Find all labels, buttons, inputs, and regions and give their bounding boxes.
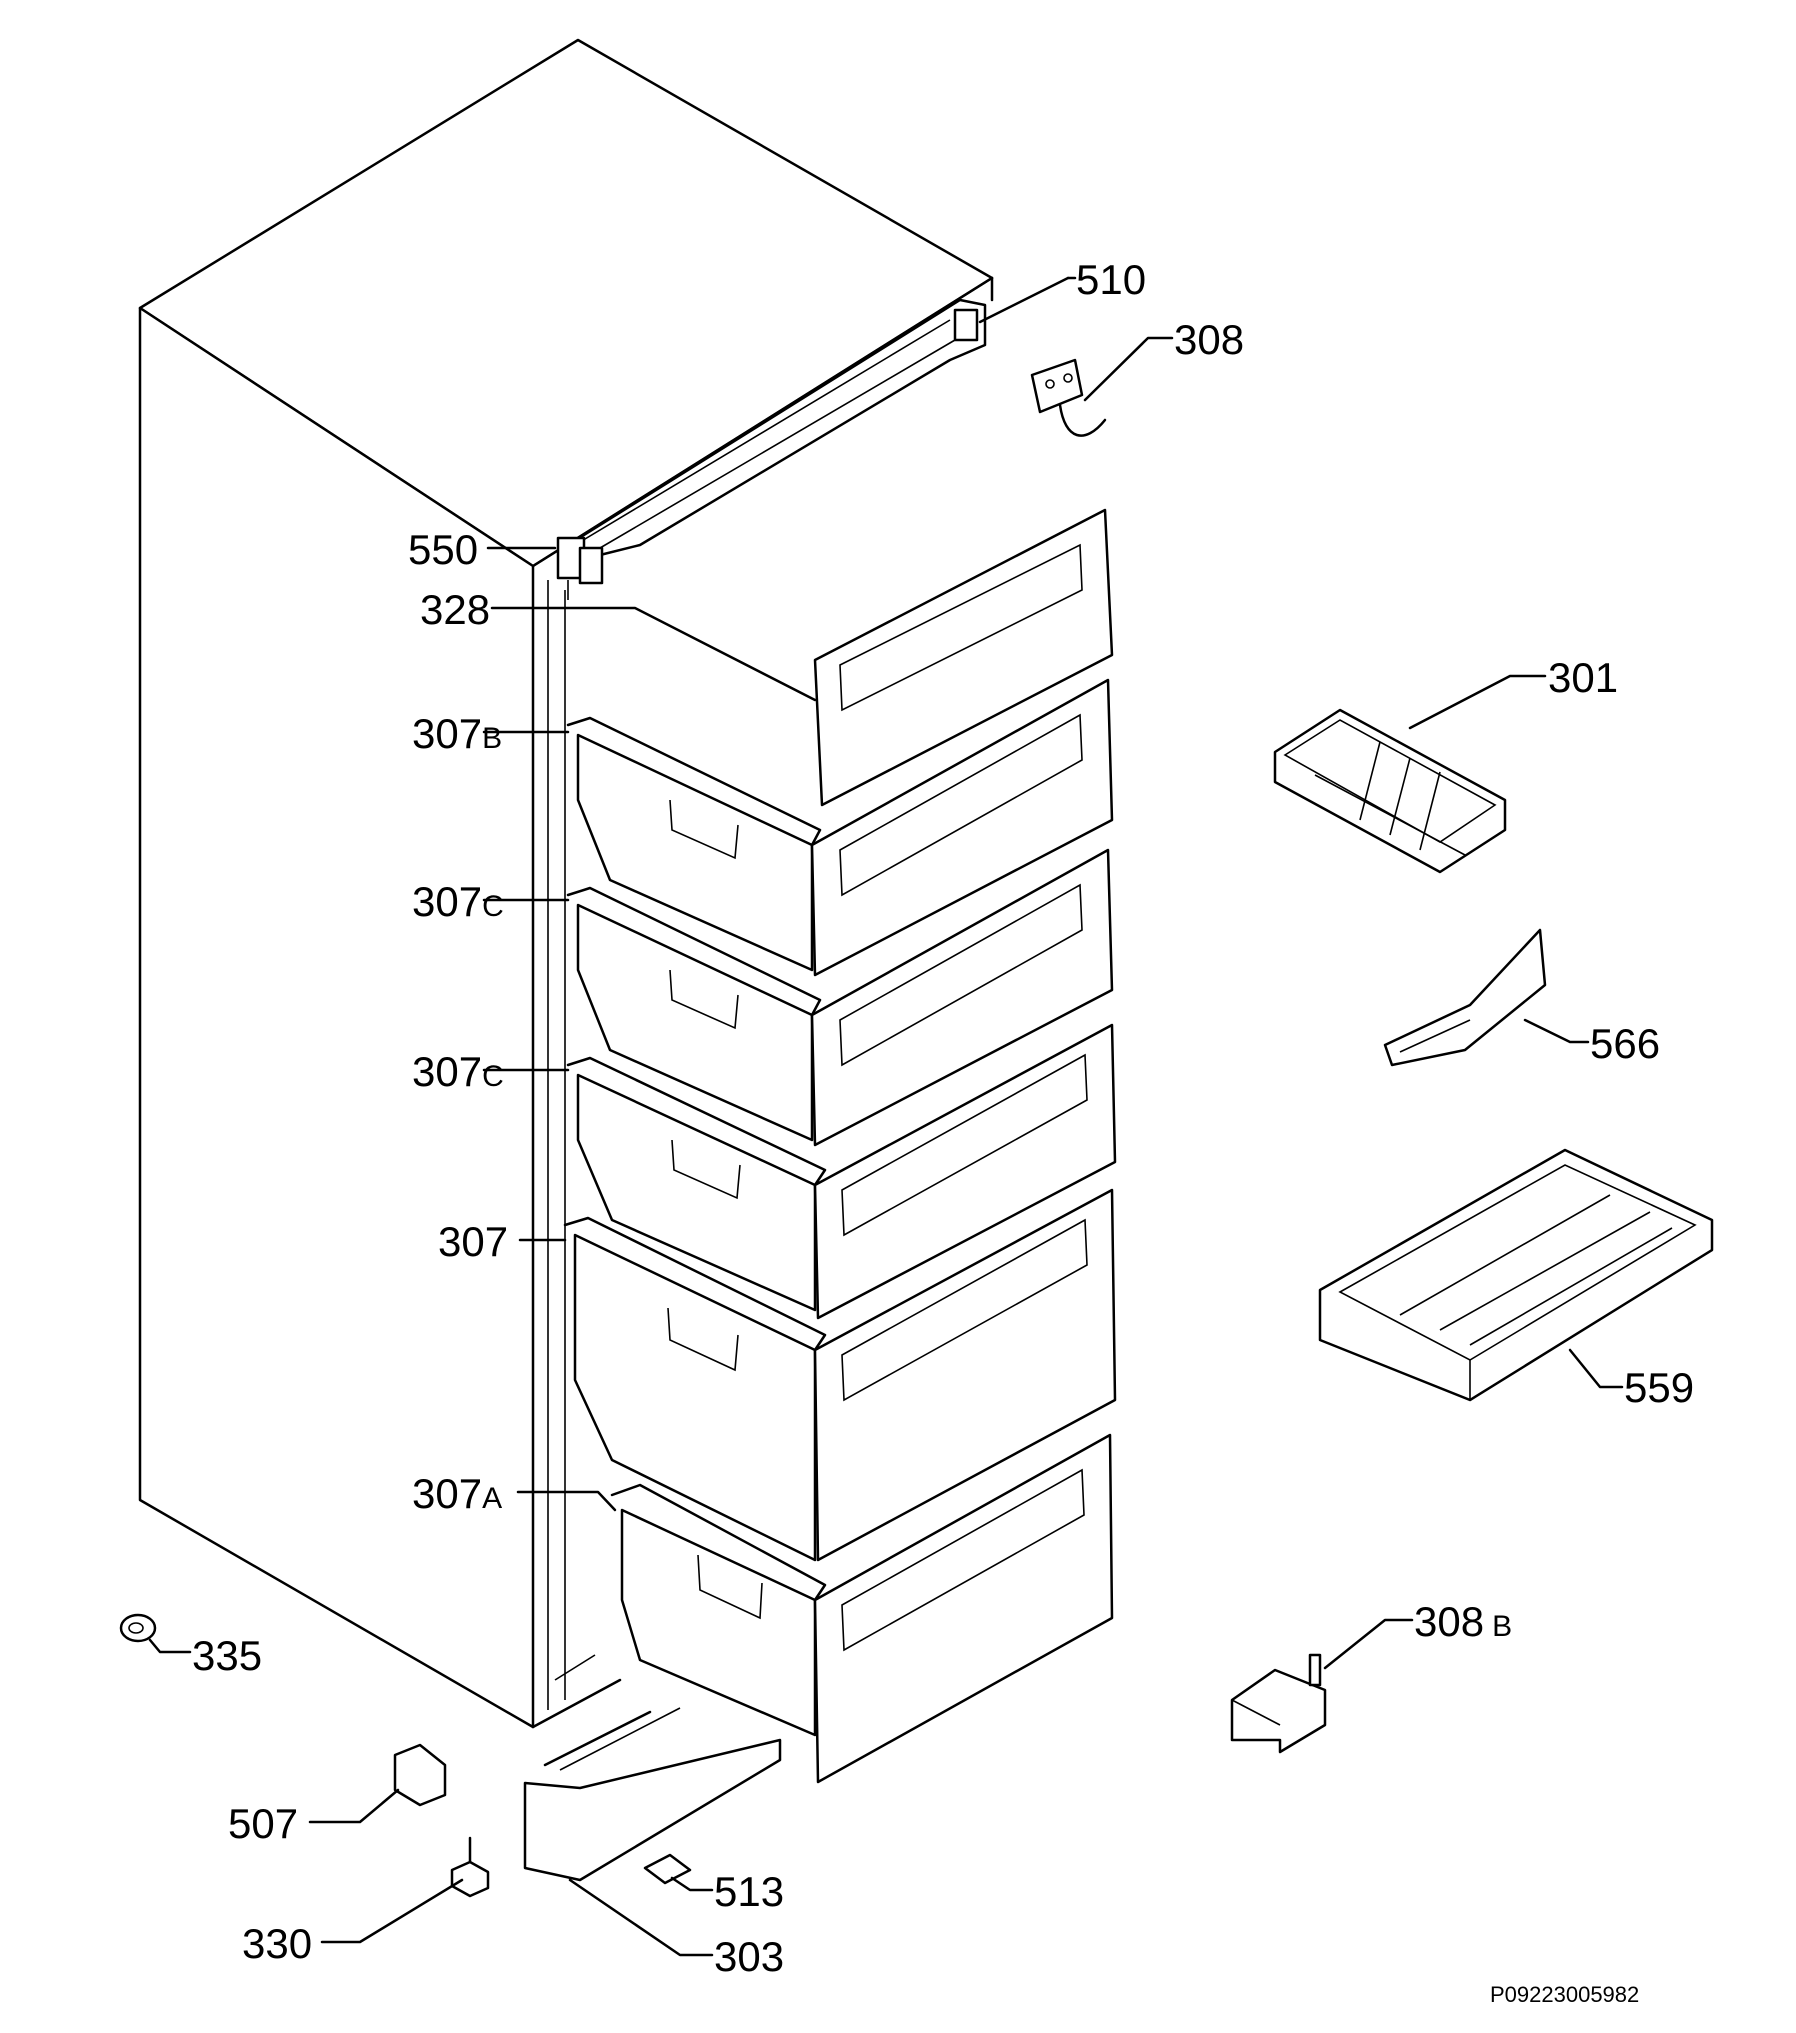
svg-text:507: 507 — [228, 1800, 298, 1847]
freezer-flap — [813, 508, 1114, 807]
callout-307b: 307B — [412, 710, 502, 757]
svg-text:303: 303 — [714, 1933, 784, 1980]
callout-566: 566 — [1590, 1020, 1660, 1067]
drawing-code: P09223005982 — [1490, 1982, 1639, 2007]
cold-accumulator — [1318, 1148, 1714, 1402]
hinge-top-right — [1030, 358, 1107, 437]
plinth-panel — [523, 1707, 782, 1882]
plinth-clip — [643, 1853, 692, 1885]
svg-text:330: 330 — [242, 1920, 312, 1967]
foot-335 — [119, 1613, 157, 1643]
screw-330 — [450, 1836, 490, 1898]
ice-scraper — [1383, 928, 1547, 1067]
svg-text:307: 307 — [438, 1218, 508, 1265]
callout-328: 328 — [420, 586, 490, 633]
callout-330: 330 — [242, 1920, 312, 1967]
ice-cube-tray — [1273, 708, 1507, 874]
svg-text:307A: 307A — [412, 1470, 502, 1517]
callout-507: 507 — [228, 1800, 298, 1847]
leader-lines — [148, 276, 1624, 1957]
svg-text:550: 550 — [408, 526, 478, 573]
callout-303: 303 — [714, 1933, 784, 1980]
svg-text:566: 566 — [1590, 1020, 1660, 1067]
drawer-307c-upper — [566, 848, 1114, 1147]
drawer-307b — [566, 678, 1114, 977]
clip-507 — [393, 1743, 447, 1807]
svg-text:335: 335 — [192, 1632, 262, 1679]
svg-text:513: 513 — [714, 1868, 784, 1915]
callout-307c-upper: 307C — [412, 878, 504, 925]
svg-text:307B: 307B — [412, 710, 502, 757]
svg-text:308: 308 — [1174, 316, 1244, 363]
hinge-bracket-left — [556, 536, 604, 600]
callout-559: 559 — [1624, 1364, 1694, 1411]
callout-308: 308 — [1174, 316, 1244, 363]
hinge-bottom-right — [1230, 1653, 1327, 1754]
svg-text:307C: 307C — [412, 1048, 504, 1095]
svg-text:301: 301 — [1548, 654, 1618, 701]
drawer-307a-bottom — [610, 1433, 1114, 1784]
callout-307: 307 — [438, 1218, 508, 1265]
callout-510: 510 — [1076, 256, 1146, 303]
svg-text:510: 510 — [1076, 256, 1146, 303]
callout-513: 513 — [714, 1868, 784, 1915]
callout-301: 301 — [1548, 654, 1618, 701]
callout-307a: 307A — [412, 1470, 502, 1517]
top-hinge-cover — [558, 298, 987, 557]
callout-307c-lower: 307C — [412, 1048, 504, 1095]
svg-text:328: 328 — [420, 586, 490, 633]
callout-550: 550 — [408, 526, 478, 573]
drawer-307-large — [563, 1188, 1117, 1562]
callout-335: 335 — [192, 1632, 262, 1679]
svg-text:559: 559 — [1624, 1364, 1694, 1411]
svg-text:307C: 307C — [412, 878, 504, 925]
drawer-307c-lower — [566, 1023, 1117, 1320]
